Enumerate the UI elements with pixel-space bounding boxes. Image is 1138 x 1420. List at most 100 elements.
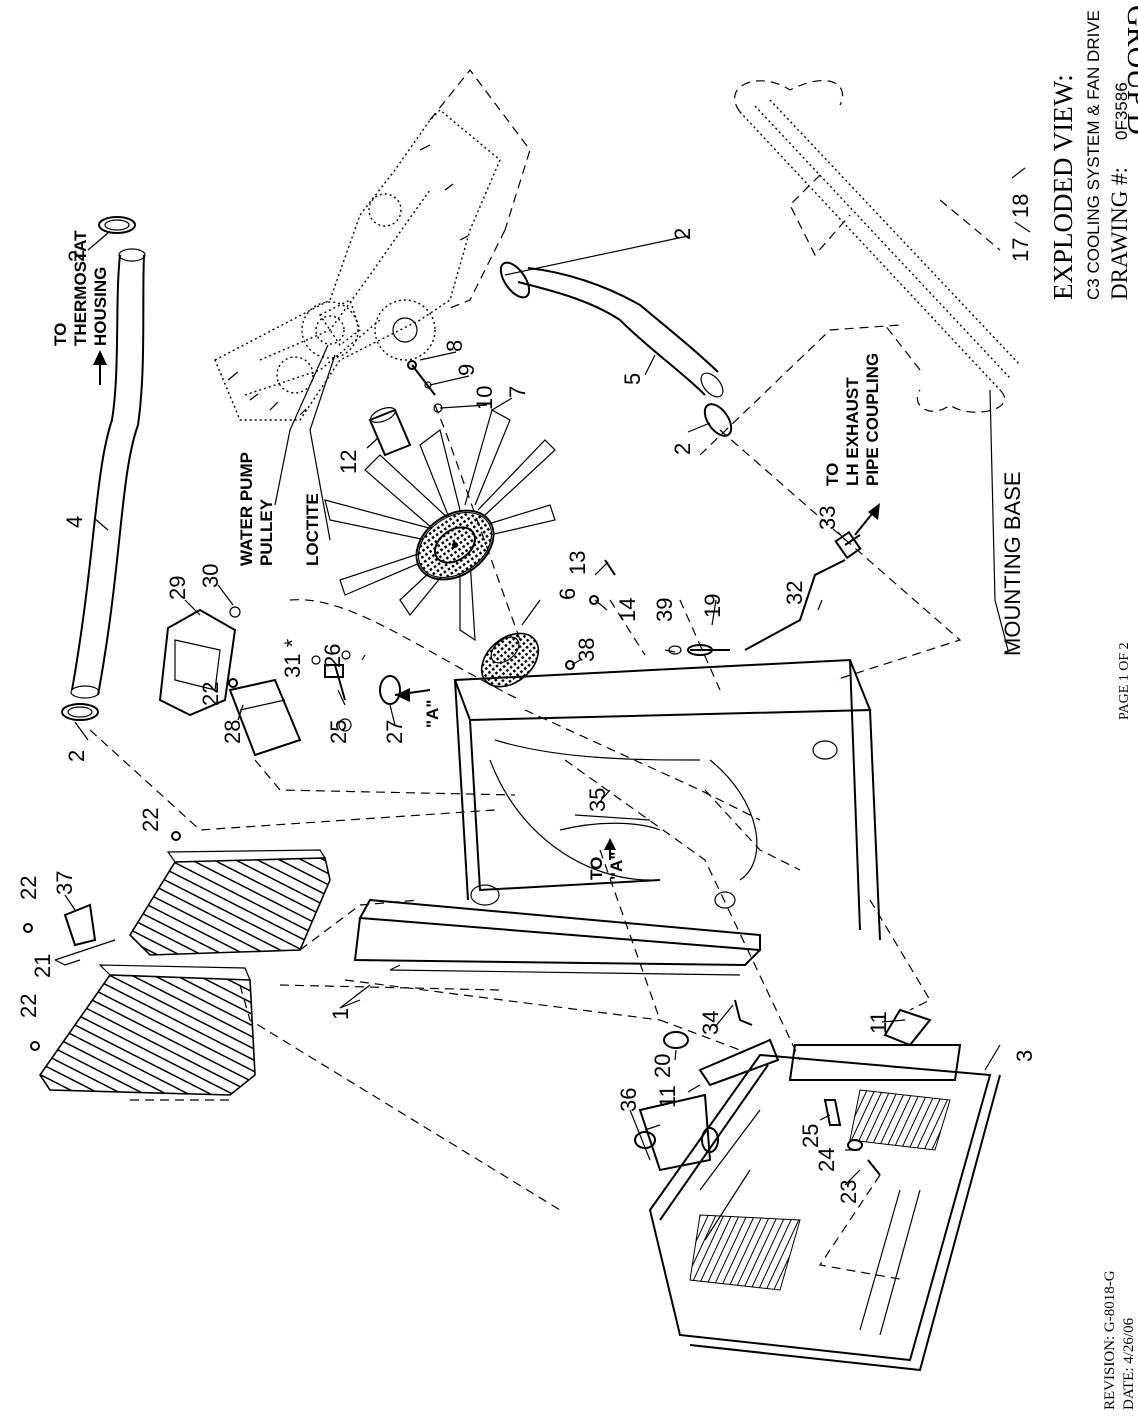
note-to-exhaust: TO LH EXHAUST PIPE COUPLING (823, 353, 882, 486)
callout-4: 4 (62, 516, 87, 528)
petcock-hardware (311, 650, 401, 732)
hose-clamp (499, 261, 531, 299)
callout-25: 25 (326, 720, 351, 744)
note-to-thermostat: TO THERMOSTAT HOUSING (51, 230, 110, 346)
fan-spacer (368, 407, 412, 457)
callout-5: 5 (620, 373, 645, 385)
hose-clamp (98, 216, 136, 234)
group-label: GROUP D (1121, 5, 1138, 135)
callout-27: 27 (382, 720, 407, 744)
page-number: PAGE 1 OF 2 (1117, 642, 1132, 720)
title-heading: EXPLODED VIEW: (1048, 74, 1078, 300)
note-to-thermostat-line2: THERMOSTAT (71, 230, 90, 346)
callout-labels: 1 2 2 2 2 3 4 5 6 7 8 9 10 11 11 12 13 1… (16, 194, 1037, 1204)
revision-date: DATE: 4/26/06 (1121, 1317, 1137, 1410)
callout-26: 26 (320, 644, 345, 668)
hose-clamp (61, 703, 99, 721)
note-to-exhaust-line2: LH EXHAUST (843, 377, 862, 486)
drawing-number-label: DRAWING #: (1107, 167, 1132, 300)
note-water-pump-pulley: WATER PUMP PULLEY (237, 452, 276, 566)
fan-shroud-frame (353, 658, 881, 976)
note-mounting-base: MOUNTING BASE (1000, 471, 1025, 656)
callout-14: 14 (615, 598, 640, 622)
drain-tube (668, 530, 862, 656)
callout-24: 24 (814, 1148, 839, 1172)
callout-20: 20 (650, 1054, 675, 1078)
callout-13: 13 (565, 551, 590, 575)
grille-screws (23, 678, 238, 1051)
callout-21: 21 (30, 954, 55, 978)
grille-bracket (63, 903, 97, 947)
assembly-lines (89, 199, 1001, 1281)
callout-2: 2 (64, 250, 89, 262)
note-view-a: "A" (423, 700, 442, 728)
callout-35: 35 (585, 788, 610, 812)
title-subtitle: C3 COOLING SYSTEM & FAN DRIVE (1084, 10, 1103, 300)
note-to-exhaust-line1: TO (823, 463, 842, 486)
cooling-fan (324, 409, 556, 642)
coolant-reservoir (158, 606, 241, 717)
callout-32: 32 (782, 581, 807, 605)
callout-37: 37 (52, 871, 77, 895)
callout-6: 6 (555, 588, 580, 600)
callout-22: 22 (16, 876, 41, 900)
note-loctite: LOCTITE (303, 493, 322, 566)
callout-11: 11 (866, 1011, 891, 1034)
to-a-arrow (604, 838, 616, 860)
note-to-a-line1: TO (587, 857, 606, 880)
callout-8: 8 (442, 340, 467, 352)
callout-17: 17 (1008, 238, 1033, 262)
note-water-pump-line1: WATER PUMP (237, 452, 256, 566)
callout-36: 36 (616, 1088, 641, 1112)
callout-25: 25 (798, 1124, 823, 1148)
callout-31: 31 * (280, 638, 305, 678)
guard-grille-lower (39, 964, 256, 1096)
guard-grille-upper (128, 849, 331, 956)
lower-hose (517, 267, 724, 398)
fan-guard-screws (565, 559, 616, 670)
callout-2: 2 (670, 228, 695, 240)
note-to-a: TO "A" (587, 852, 626, 880)
engine-block (214, 69, 531, 421)
callout-33: 33 (815, 506, 840, 530)
callout-39: 39 (652, 598, 677, 622)
callout-11: 11 (655, 1085, 680, 1108)
note-to-exhaust-line3: PIPE COUPLING (863, 353, 882, 486)
callout-12: 12 (336, 450, 361, 474)
callout-2: 2 (670, 443, 695, 455)
callout-38: 38 (574, 638, 599, 662)
note-to-thermostat-line1: TO (51, 323, 70, 346)
title-block: EXPLODED VIEW: C3 COOLING SYSTEM & FAN D… (1048, 10, 1132, 300)
revision-text: REVISION: G-8018-G (1102, 1270, 1118, 1410)
callout-22: 22 (198, 682, 223, 706)
view-a-arrow (394, 688, 431, 702)
drawing-number: 0F3586 (1112, 82, 1131, 140)
callout-23: 23 (836, 1180, 861, 1204)
fan-drive (480, 632, 540, 688)
callout-3: 3 (1012, 1050, 1037, 1062)
callout-1: 1 (328, 1008, 353, 1020)
note-to-a-line2: "A" (607, 852, 626, 880)
callout-22: 22 (16, 994, 41, 1018)
callout-28: 28 (220, 720, 245, 744)
note-water-pump-line2: PULLEY (257, 498, 276, 566)
revision-block: REVISION: G-8018-G DATE: 4/26/06 (1102, 1270, 1137, 1410)
callout-leaders (54, 167, 1031, 1186)
callout-22: 22 (138, 808, 163, 832)
callout-7: 7 (505, 386, 530, 398)
callout-18: 18 (1008, 194, 1033, 218)
reservoir-bracket (228, 678, 302, 757)
callout-19: 19 (700, 594, 725, 618)
thermostat-arrow (93, 350, 107, 385)
callout-2: 2 (64, 750, 89, 762)
callout-34: 34 (698, 1011, 723, 1035)
callout-10: 10 (472, 386, 497, 410)
callout-30: 30 (198, 564, 223, 588)
upper-hose (70, 248, 146, 699)
hose-clamp (703, 403, 733, 437)
exhaust-arrow (854, 503, 880, 536)
radiator (629, 999, 1001, 1372)
fan-bolt-hardware (407, 360, 443, 413)
callout-9: 9 (454, 364, 479, 376)
